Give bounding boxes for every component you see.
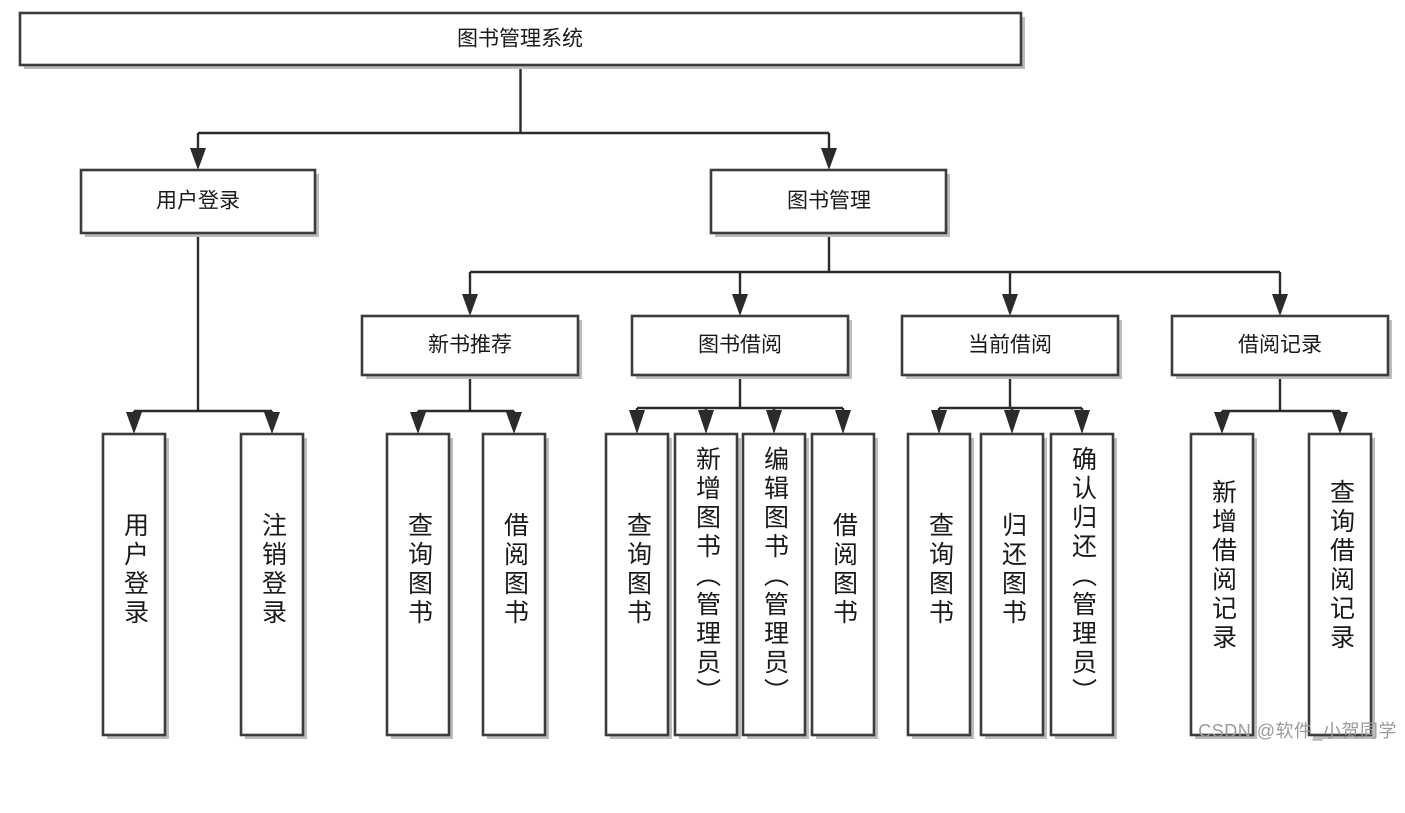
- node-leaf-return-book-rect: [979, 432, 1045, 737]
- node-leaf-user-logout[interactable]: [239, 432, 307, 739]
- node-leaf-confirm-return-rect: [1049, 432, 1115, 737]
- arrow-head-leaf-add-record: [1214, 412, 1230, 434]
- node-leaf-edit-book-rect: [741, 432, 807, 737]
- node-current-borrow-label: 当前借阅: [968, 334, 1052, 357]
- arrow-head-user-login: [190, 148, 206, 170]
- node-book-borrow-label: 图书借阅: [698, 334, 782, 357]
- node-leaf-user-logout-rect: [239, 432, 305, 737]
- node-root-rect: [18, 11, 1023, 67]
- node-leaf-query-record-rect: [1307, 432, 1373, 737]
- arrow-head-leaf-query-book-cur: [931, 410, 947, 434]
- connector-layer: [126, 65, 1348, 434]
- node-borrow-record-rect: [1170, 314, 1390, 377]
- node-book-manage-label: 图书管理: [787, 190, 871, 213]
- node-book-borrow[interactable]: 图书借阅: [630, 314, 852, 379]
- node-leaf-user-login[interactable]: [101, 432, 169, 739]
- node-leaf-add-record[interactable]: [1189, 432, 1257, 739]
- node-leaf-return-book[interactable]: [979, 432, 1047, 739]
- arrow-head-leaf-user-logout: [264, 412, 280, 434]
- arrow-head-leaf-edit-book: [766, 410, 782, 434]
- arrow-head-leaf-confirm-return: [1074, 410, 1090, 434]
- node-leaf-borrow-book-rect: [810, 432, 876, 737]
- node-leaf-confirm-return[interactable]: [1049, 432, 1117, 739]
- node-borrow-record[interactable]: 借阅记录: [1170, 314, 1392, 379]
- node-leaf-borrow-book[interactable]: [810, 432, 878, 739]
- node-leaf-query-book-rec[interactable]: [385, 432, 453, 739]
- node-user-login-label: 用户登录: [156, 190, 240, 213]
- leaf-node-layer: [101, 432, 1375, 739]
- arrow-head-book-manage: [821, 148, 837, 170]
- node-book-borrow-rect: [630, 314, 850, 377]
- node-leaf-edit-book[interactable]: [741, 432, 809, 739]
- node-leaf-query-book-rec-rect: [385, 432, 451, 737]
- node-leaf-add-book[interactable]: [673, 432, 741, 739]
- node-leaf-borrow-book-rec[interactable]: [481, 432, 549, 739]
- arrow-head-leaf-add-book: [698, 410, 714, 434]
- arrow-head-current-borrow: [1002, 294, 1018, 316]
- node-book-manage-rect: [709, 168, 948, 235]
- node-leaf-user-login-rect: [101, 432, 167, 737]
- node-leaf-query-book-cur-rect: [906, 432, 972, 737]
- node-new-book-rec[interactable]: 新书推荐: [360, 314, 582, 379]
- diagram-canvas: 图书管理系统 用户登录 图书管理 新书推荐 图书借阅 当前借阅: [18, 11, 1392, 739]
- node-leaf-query-book-borrow[interactable]: [604, 432, 672, 739]
- arrow-head-leaf-borrow-book: [835, 410, 851, 434]
- node-root-label: 图书管理系统: [457, 28, 583, 51]
- node-new-book-rec-rect: [360, 314, 580, 377]
- node-leaf-query-book-borrow-rect: [604, 432, 670, 737]
- node-current-borrow[interactable]: 当前借阅: [900, 314, 1122, 379]
- node-borrow-record-label: 借阅记录: [1238, 334, 1322, 357]
- node-user-login-rect: [79, 168, 317, 235]
- arrow-head-leaf-query-book-borrow: [629, 410, 645, 434]
- arrow-head-new-book-rec: [462, 294, 478, 316]
- node-user-login[interactable]: 用户登录: [79, 168, 319, 237]
- arrow-head-leaf-return-book: [1004, 410, 1020, 434]
- arrow-head-book-borrow: [732, 294, 748, 316]
- node-book-manage[interactable]: 图书管理: [709, 168, 950, 237]
- node-new-book-rec-label: 新书推荐: [428, 334, 512, 357]
- arrow-head-leaf-borrow-book-rec: [506, 412, 522, 434]
- watermark-text: CSDN @软件_小贺同学: [1198, 721, 1397, 741]
- arrow-head-leaf-query-book-rec: [410, 412, 426, 434]
- node-current-borrow-rect: [900, 314, 1120, 377]
- node-leaf-add-book-rect: [673, 432, 739, 737]
- arrow-head-borrow-record: [1272, 294, 1288, 316]
- node-root[interactable]: 图书管理系统: [18, 11, 1025, 69]
- arrow-head-leaf-query-record: [1332, 412, 1348, 434]
- node-leaf-query-book-cur[interactable]: [906, 432, 974, 739]
- node-leaf-add-record-rect: [1189, 432, 1255, 737]
- flowchart-diagram: 图书管理系统 用户登录 图书管理 新书推荐 图书借阅 当前借阅: [18, 11, 1397, 741]
- arrow-head-leaf-user-login: [126, 412, 142, 434]
- node-leaf-query-record[interactable]: [1307, 432, 1375, 739]
- node-leaf-borrow-book-rec-rect: [481, 432, 547, 737]
